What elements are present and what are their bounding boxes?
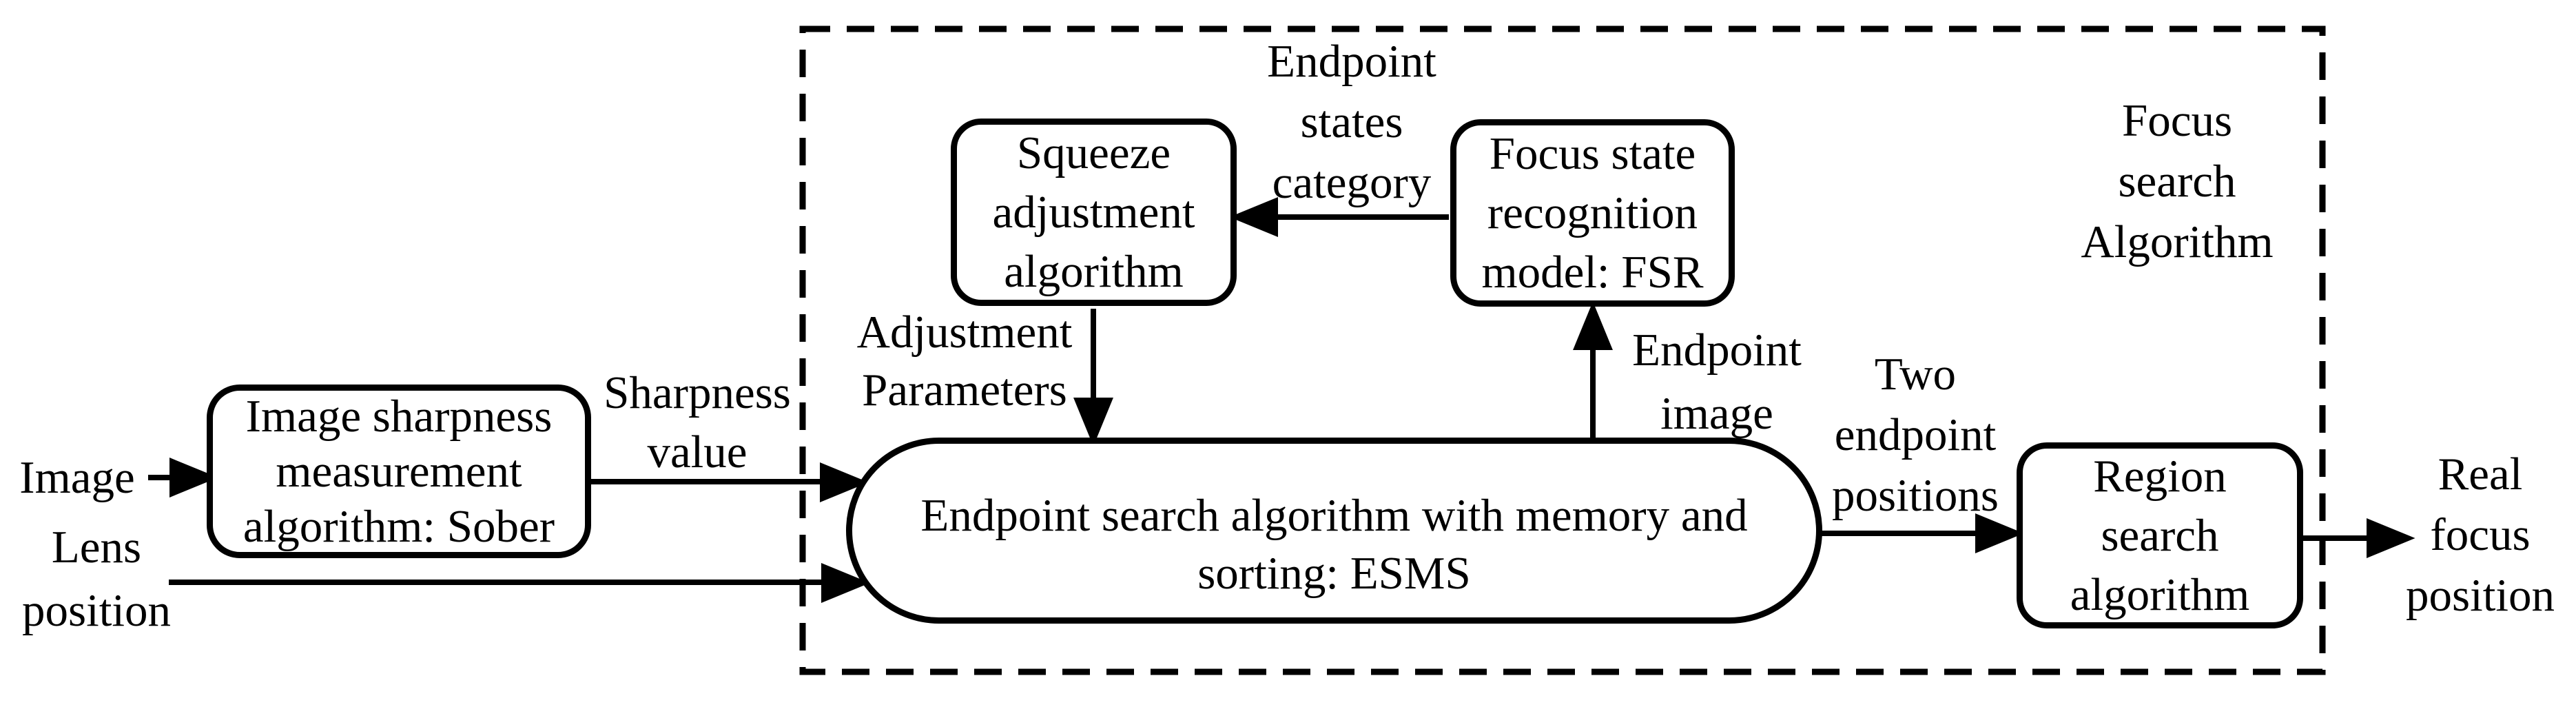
label-two-endpoint-positions: Two endpoint positions [1832,349,1999,521]
node-squeeze-line: Squeeze [1016,127,1171,178]
node-squeeze-line: algorithm [1004,246,1184,297]
node-fsr-line: model: FSR [1481,247,1704,298]
arrow-sober-to-esms [590,462,869,502]
node-sober-line: Image sharpness [245,391,553,442]
arrow-image-to-sober [148,458,218,498]
label-sharpness-value: Sharpness value [604,367,791,478]
node-esms-line: Endpoint search algorithm with memory an… [920,490,1748,541]
label-endpoint-image: Endpoint image [1632,325,1802,439]
label-endpoint-states-category: Endpoint states category [1267,36,1436,208]
node-squeeze-adjustment: Squeeze adjustment algorithm [951,119,1237,306]
node-esms-stadium: Endpoint search algorithm with memory an… [846,438,1822,624]
arrow-esms-to-fsr [1573,301,1613,438]
node-region-line: algorithm [2070,569,2250,620]
arrow-fsr-to-squeeze [1229,197,1449,237]
label-adjustment-parameters: Adjustment Parameters [856,307,1073,416]
node-sober-line: algorithm: Sober [243,501,555,552]
node-fsr-line: recognition [1487,187,1698,238]
label-focus-search-algorithm: Focus search Algorithm [2081,95,2274,267]
node-focus-state-recognition-fsr: Focus state recognition model: FSR [1450,119,1735,307]
node-fsr-line: Focus state [1489,128,1696,179]
arrow-esms-to-region [1821,513,2024,553]
node-sober-line: measurement [276,446,522,497]
node-region-line: Region [2093,451,2227,502]
arrow-region-to-real-focus [2302,518,2415,558]
node-image-sharpness-sober: Image sharpness measurement algorithm: S… [207,385,591,558]
focus-search-boundary-dashed-box [799,25,2326,675]
node-squeeze-line: adjustment [992,187,1195,238]
arrow-squeeze-to-esms [1073,309,1113,447]
label-image-input: Image [19,452,135,503]
label-lens-position: Lens position [22,522,171,636]
node-region-search: Region search algorithm [2017,442,2303,628]
arrow-lens-position-to-esms [169,563,870,603]
node-region-line: search [2101,510,2219,561]
label-real-focus-position: Real focus position [2406,449,2555,621]
node-esms-line: sorting: ESMS [1197,548,1471,599]
